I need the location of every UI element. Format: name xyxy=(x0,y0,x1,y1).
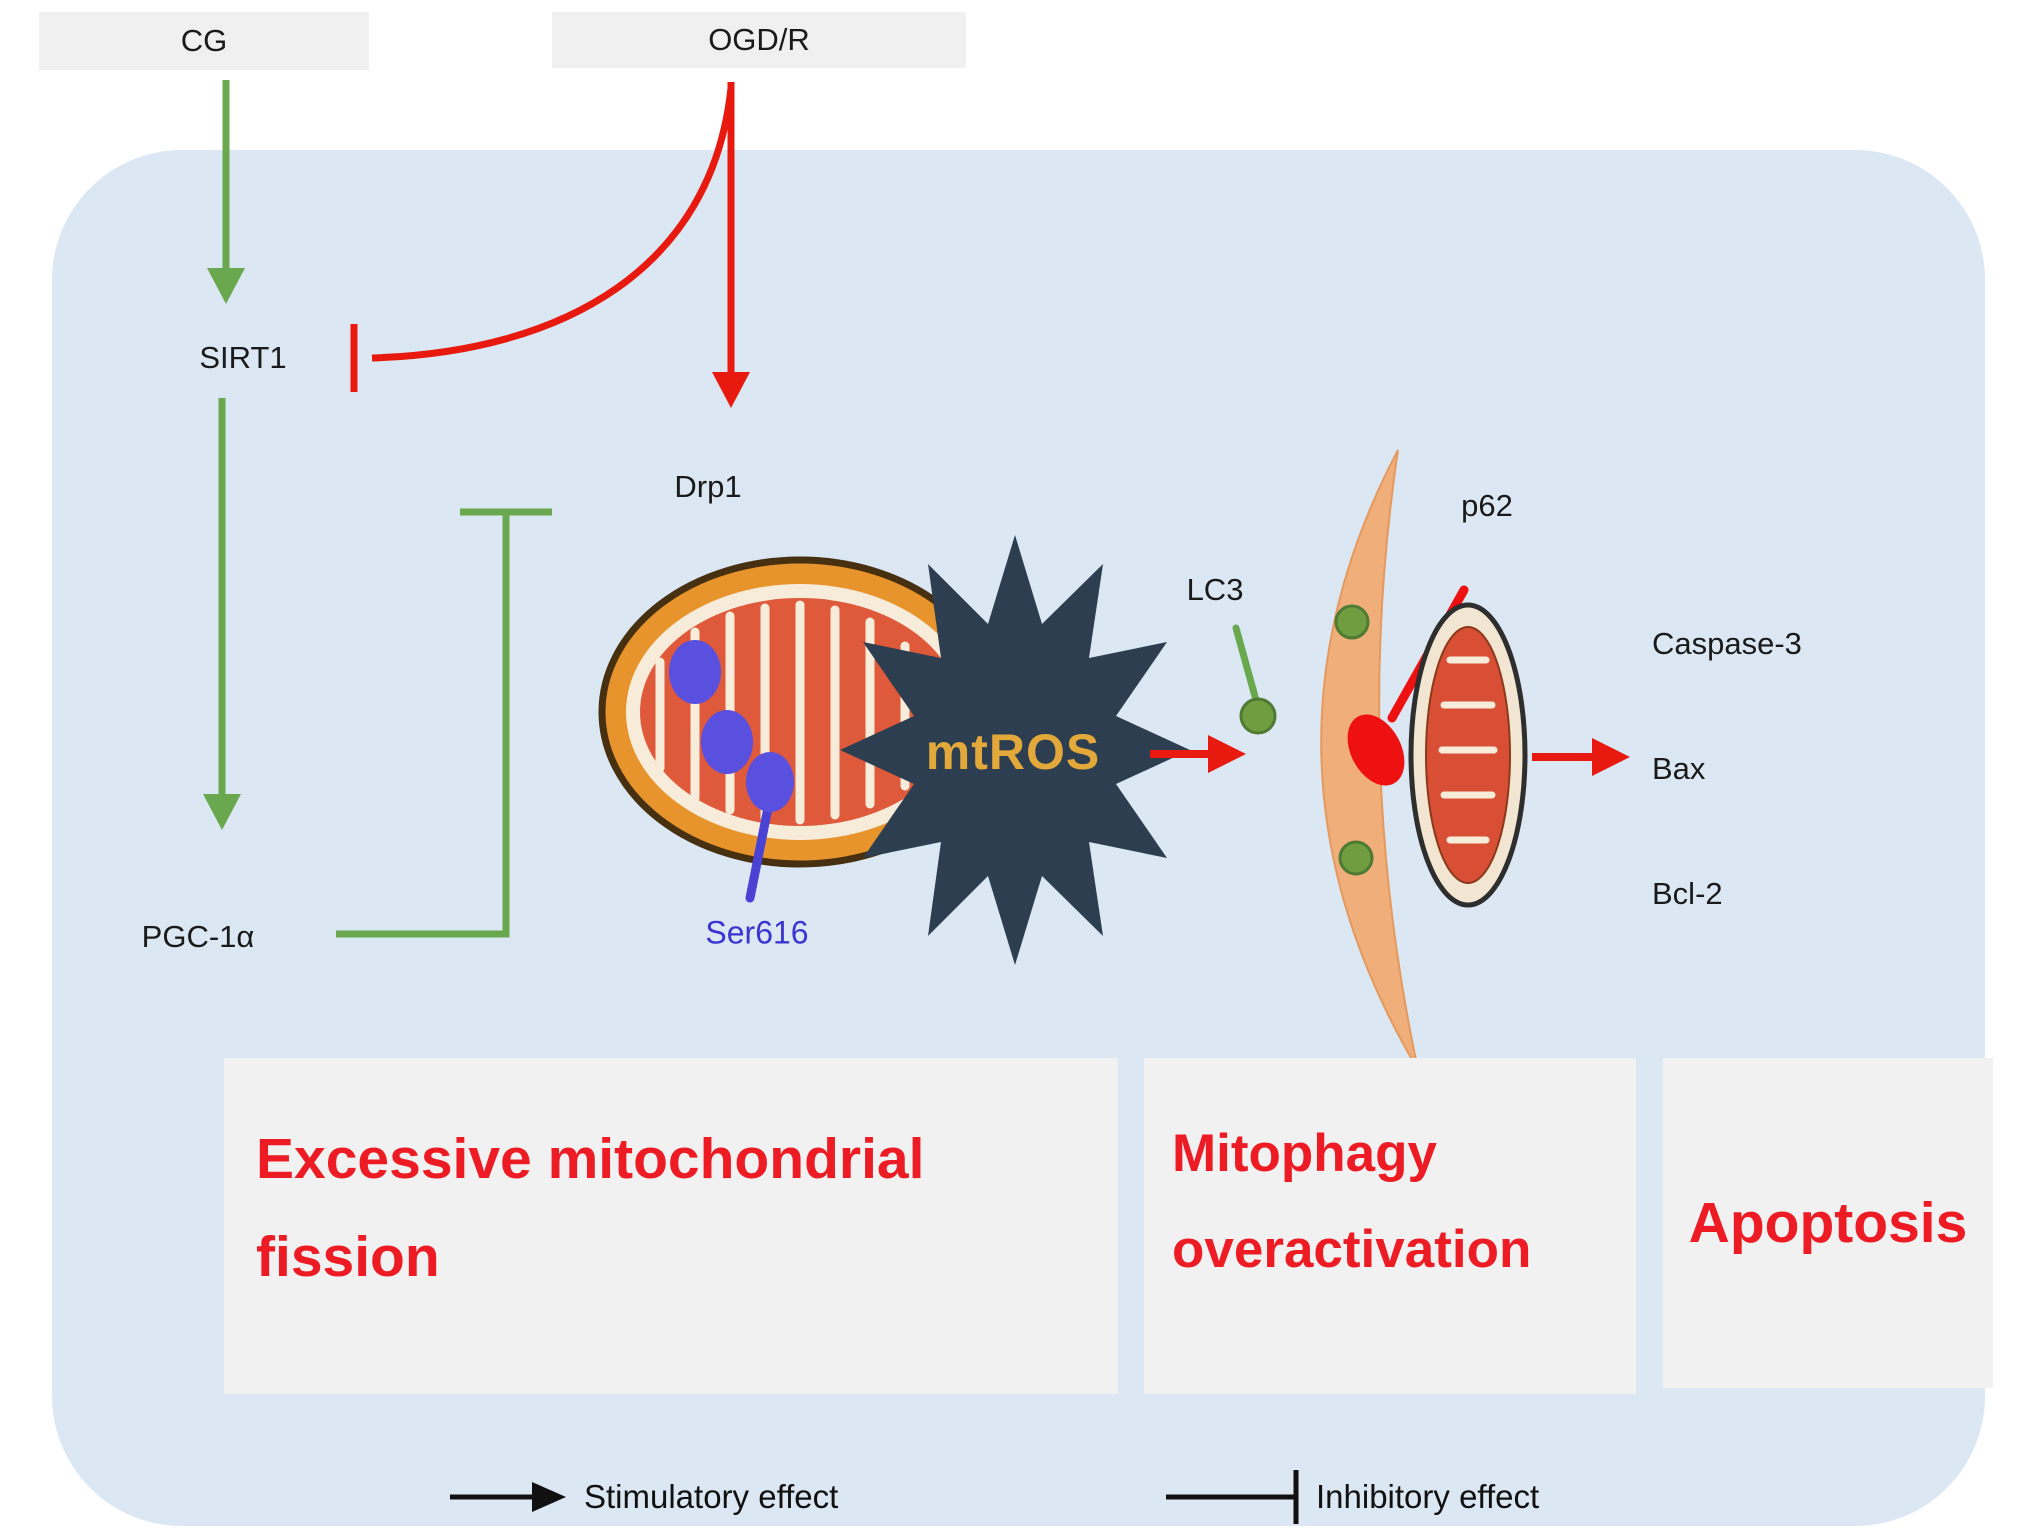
legend-stimulatory-label: Stimulatory effect xyxy=(584,1478,839,1515)
outcome-box-apoptosis: Apoptosis xyxy=(1663,1058,1993,1388)
cg-label: CG xyxy=(180,23,228,58)
sirt1-label: SIRT1 xyxy=(199,340,287,375)
lc3-label: LC3 xyxy=(1186,572,1244,607)
legend-inhibitory-label: Inhibitory effect xyxy=(1316,1478,1540,1515)
mitophagy-text: Mitophagy overactivation xyxy=(1172,1124,1532,1280)
bax-label: Bax xyxy=(1652,751,1706,786)
outcome-box-mitophagy: Mitophagy overactivation xyxy=(1144,1058,1636,1394)
mtros-label: mtROS xyxy=(925,724,1101,780)
apoptosis-text: Apoptosis xyxy=(1688,1191,1968,1255)
ogdr-label: OGD/R xyxy=(708,22,810,57)
p62-label: p62 xyxy=(1461,488,1513,523)
bcl2-label: Bcl-2 xyxy=(1652,876,1723,911)
ogdr-box: OGD/R xyxy=(552,12,966,68)
outcome-box-fission: Excessive mitochondrial fission xyxy=(224,1058,1118,1394)
pgc1a-label: PGC-1α xyxy=(141,919,255,954)
ser616-label: Ser616 xyxy=(705,914,809,951)
caspase3-label: Caspase-3 xyxy=(1652,626,1802,661)
drp1-label: Drp1 xyxy=(674,469,742,504)
fission-text: Excessive mitochondrial fission xyxy=(256,1127,925,1290)
cg-box: CG xyxy=(39,12,369,70)
